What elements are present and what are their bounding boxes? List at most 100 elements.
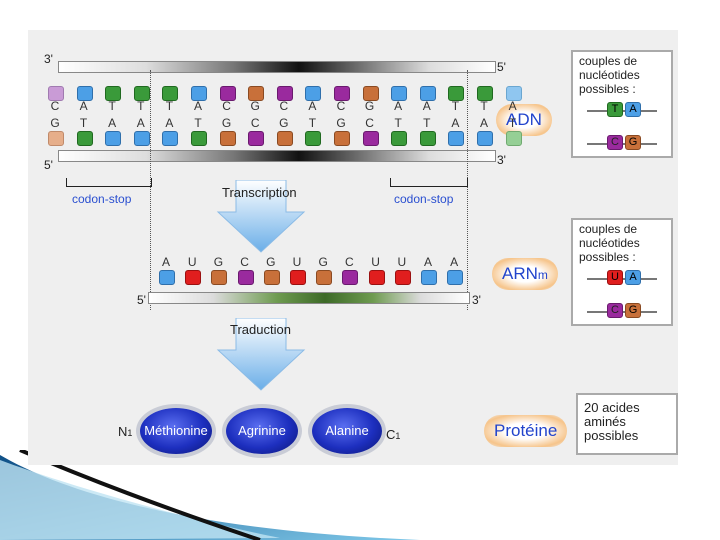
dna-bottom-base-letter: T [423,116,431,130]
dna-bottom-prime-right: 3' [497,153,506,167]
dna-side-label: ADN [496,104,552,136]
c-terminus-sub: 1 [395,431,401,441]
rna-nucleotide [421,270,437,285]
rna-base-letter: G [213,255,224,269]
dna-bottom-base-letter: G [336,116,346,130]
amino-acid-methionine: Méthionine [140,408,212,454]
dna-top-base-letter: C [222,99,231,113]
dna-top-nucleotide [362,86,379,101]
dna-top-base-letter: T [165,99,174,113]
rna-prime-left: 5' [137,293,146,307]
rna-side-label-main: ARN [502,264,538,283]
dna-top-nucleotide [391,86,408,101]
diagram-panel [28,30,678,465]
dna-top-base-letter: A [308,99,317,113]
codon-stop-bracket-right [390,178,468,187]
dna-top-nucleotide [448,86,465,101]
rna-side-label-sub: m [537,268,548,282]
dna-bottom-base-letter: C [250,116,260,130]
rna-nucleotide [447,270,464,285]
dna-bottom-base-letter: T [79,116,88,130]
dna-bottom-nucleotide [133,131,150,146]
dna-bottom-nucleotide [162,131,179,146]
dna-top-base-letter: A [394,99,403,113]
codon-stop-bracket-left [66,178,152,187]
box-text-line: possibles [584,428,639,443]
dna-top-base-letter: A [422,99,431,113]
nucleotide-c: C [607,135,623,150]
dna-bottom-strand [58,150,496,162]
dna-top-base-letter: T [108,99,116,113]
dna-bottom-base-letter: C [365,116,374,130]
rna-base-letter: A [450,255,459,269]
box-text-line: 20 acides [584,400,640,415]
dna-bottom-prime-left: 5' [44,158,53,172]
box-text-line: nucléotides [579,236,640,250]
box-text-line: possibles : [579,82,636,96]
dna-top-base-letter: T [451,99,460,113]
rna-nucleotide [342,270,359,285]
dna-top-base-letter: C [279,99,289,113]
nucleotide-g: G [625,135,641,150]
dna-top-base-letter: A [508,99,517,113]
transcription-label: Transcription [222,185,297,200]
rna-side-label: ARNm [492,258,558,290]
rna-pairs-box: couples de nucléotides possibles : U A C… [571,218,673,326]
dna-bottom-nucleotide [105,131,122,146]
rna-base-letter: G [318,255,328,269]
dna-bottom-base-letter: T [508,116,517,130]
guide-line [150,70,151,310]
rna-base-letter: A [423,255,432,269]
rna-nucleotide [263,270,280,285]
dna-top-prime-right: 5' [497,60,506,74]
box-text-line: aminés [584,414,626,429]
protein-info-box: 20 acides aminés possibles [576,393,678,455]
dna-pairs-box: couples de nucléotides possibles : T A C… [571,50,673,158]
dna-top-nucleotide [248,86,265,101]
dna-top-nucleotide [76,86,93,101]
protein-side-label: Protéine [484,415,568,447]
c-terminus-letter: C [386,427,396,442]
rna-nucleotide [185,270,202,285]
dna-top-nucleotide [162,86,179,101]
dna-top-strand [58,61,496,73]
nucleotide-t: T [607,102,623,117]
dna-top-base-letter: G [250,99,260,113]
transcription-arrow [216,180,306,253]
dna-bottom-nucleotide [276,131,293,146]
rna-box-text: couples de nucléotides possibles : [579,222,640,264]
dna-top-nucleotide [276,86,293,101]
box-text-line: nucléotides [579,68,640,82]
box-text-line: possibles : [579,250,636,264]
n-terminus-sub: 1 [127,428,133,438]
dna-bottom-nucleotide [448,131,465,146]
dna-top-prime-left: 3' [44,52,53,66]
rna-base-letter: C [345,255,354,269]
dna-top-base-letter: T [480,99,488,113]
dna-bottom-base-letter: G [50,116,60,130]
rna-nucleotide [159,270,175,285]
nucleotide-a: A [625,270,641,285]
dna-bottom-base-letter: A [479,116,488,130]
dna-bottom-base-letter: A [108,116,117,130]
dna-top-nucleotide [334,86,350,101]
dna-top-nucleotide [419,86,436,101]
box-text-line: couples de [579,54,638,68]
dna-top-base-letter: C [336,99,346,113]
dna-bottom-base-letter: T [394,116,402,130]
dna-bottom-nucleotide [362,131,379,146]
n-terminus-letter: N [118,424,128,439]
codon-stop-right-label: codon-stop [394,192,454,206]
nucleotide-g: G [625,303,641,318]
dna-bottom-nucleotide [391,131,408,146]
dna-bottom-nucleotide [248,131,265,146]
rna-nucleotide [211,270,228,285]
protein-box-text: 20 acides aminés possibles [584,401,640,443]
dna-bottom-nucleotide [305,131,322,146]
dna-top-nucleotide [505,86,522,101]
dna-top-nucleotide [219,86,236,101]
rna-nucleotide [316,270,333,285]
rna-base-letter: U [371,255,380,269]
c-terminus-label: C1 [386,427,400,442]
rna-base-letter: G [266,255,276,269]
